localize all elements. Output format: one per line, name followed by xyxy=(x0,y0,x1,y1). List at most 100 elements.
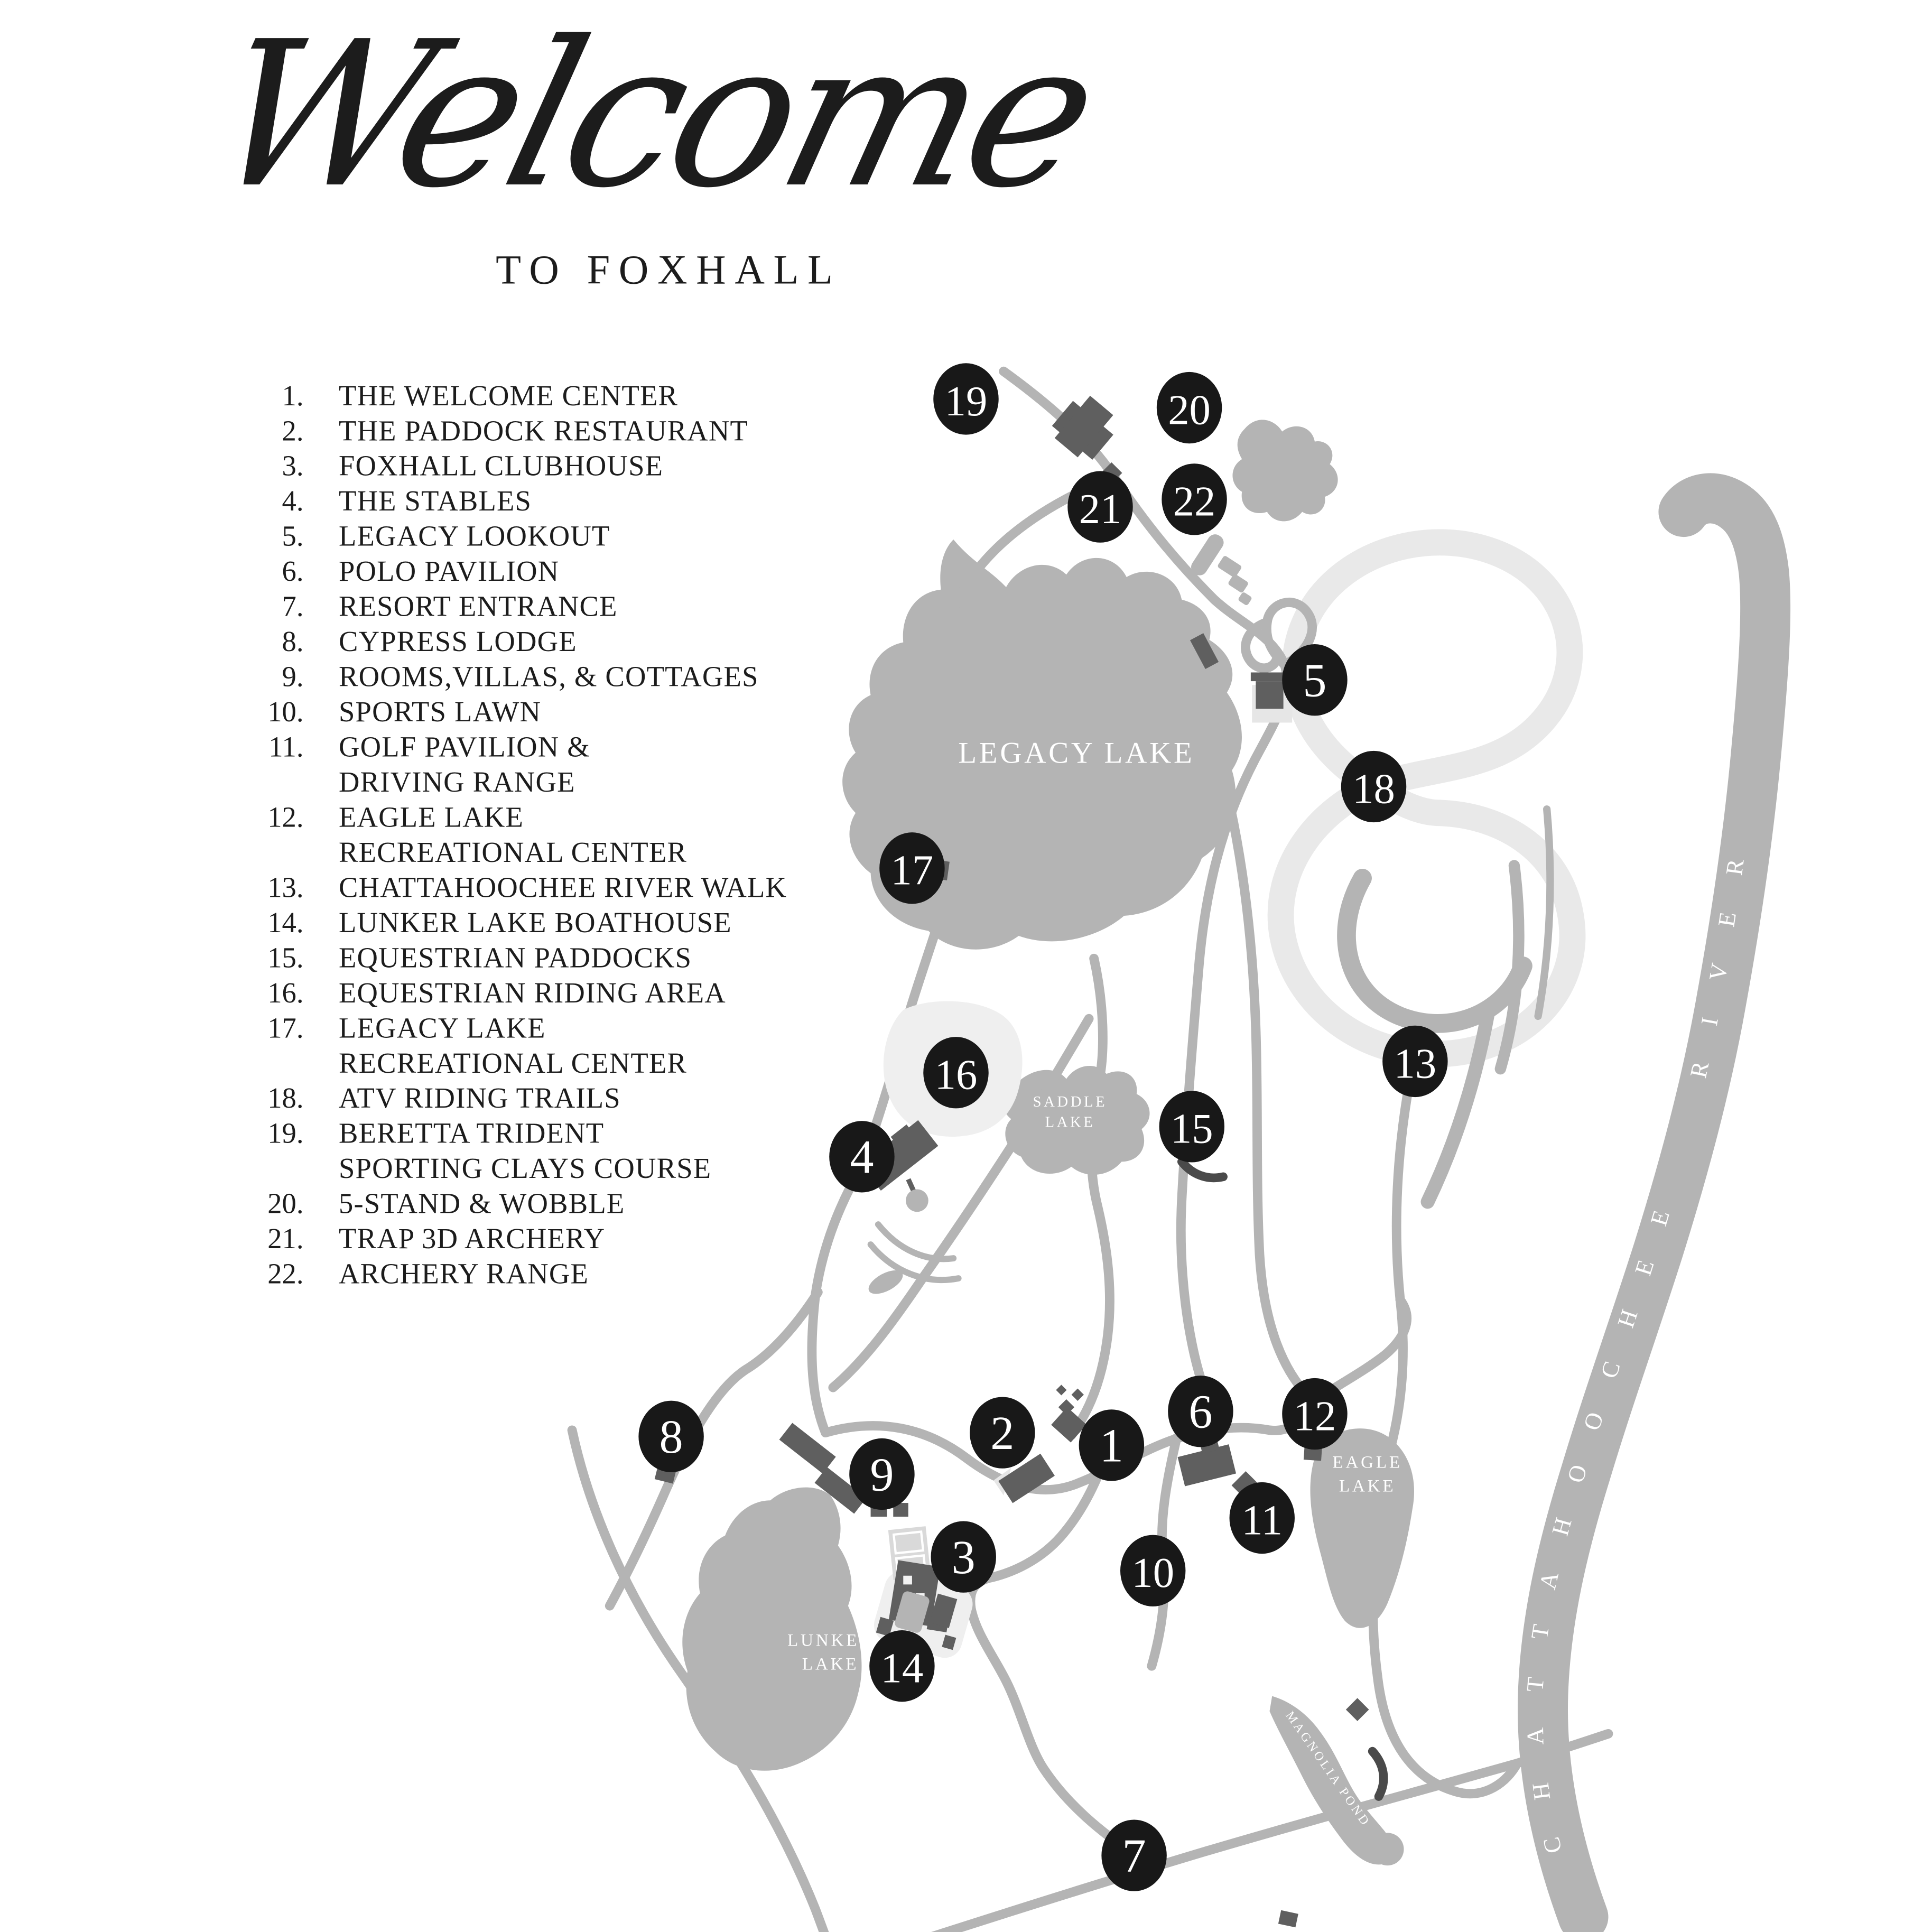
map-marker-13: 13 xyxy=(1382,1025,1448,1098)
svg-text:16: 16 xyxy=(935,1052,978,1099)
map-marker-20: 20 xyxy=(1156,371,1222,444)
legend-item-18: 18. ATV RIDING TRAILS xyxy=(248,1081,787,1116)
road-diagonal-stables xyxy=(828,1014,1094,1392)
legend-item-4: 4.THE STABLES xyxy=(248,484,787,519)
shotgun-icon xyxy=(1191,534,1252,606)
legend-item-number: 9. xyxy=(282,661,304,693)
legend-item-number: 7. xyxy=(282,591,304,623)
legend-item-17: 17.LEGACY LAKE RECREATIONAL CENTER xyxy=(248,1011,787,1081)
legend-item-15: 15.EQUESTRIAN PADDOCKS xyxy=(248,941,787,976)
riding-ring-fence-2 xyxy=(867,1241,962,1283)
legend-item-label: THE STABLES xyxy=(338,485,532,517)
legend-item-10: 10.SPORTS LAWN xyxy=(248,695,787,730)
south-building xyxy=(1278,1910,1298,1928)
legend-item-number: 1. xyxy=(282,380,304,412)
map-marker-18: 18 xyxy=(1341,750,1407,823)
legend-item-number: 3. xyxy=(282,450,304,482)
legend-item-2: 2. THE PADDOCK RESTAURANT xyxy=(248,414,787,449)
legend-item-number: 18. xyxy=(267,1082,304,1114)
northeast-pond xyxy=(1232,420,1338,522)
map-marker-4: 4 xyxy=(829,1121,895,1193)
road-bottom xyxy=(931,1729,1613,1932)
legend-item-16: 16. EQUESTRIAN RIDING AREA xyxy=(248,976,787,1011)
lake-edge-building xyxy=(1190,633,1219,670)
map-marker-7: 7 xyxy=(1101,1819,1167,1891)
legend-item-label: GOLF PAVILION & DRIVING RANGE xyxy=(338,731,590,798)
legend-item-6: 6. POLO PAVILION xyxy=(248,554,787,589)
legend-item-label: CYPRESS LODGE xyxy=(338,626,577,657)
legend-item-label: LEGACY LAKE RECREATIONAL CENTER xyxy=(338,1012,688,1079)
legend-item-label: EQUESTRIAN RIDING AREA xyxy=(338,977,726,1009)
legend-item-label: TRAP 3D ARCHERY xyxy=(338,1223,606,1255)
atv-trail xyxy=(1267,529,1586,1067)
legend-item-5: 5.LEGACY LOOKOUT xyxy=(248,519,787,554)
map-marker-16: 16 xyxy=(923,1037,989,1109)
legend-item-number: 21. xyxy=(267,1223,304,1255)
svg-text:6: 6 xyxy=(1188,1386,1212,1438)
legend-item-9: 9.ROOMS,VILLAS, & COTTAGES xyxy=(248,660,787,695)
svg-text:4: 4 xyxy=(850,1131,874,1184)
paddock-restaurant xyxy=(998,1453,1055,1503)
trail-crescent xyxy=(1337,868,1532,1033)
legend-item-number: 15. xyxy=(267,942,304,974)
legend-item-label: 5-STAND & WOBBLE xyxy=(338,1188,625,1220)
riding-ring-fence-1 xyxy=(875,1221,957,1262)
legend-item-number: 16. xyxy=(267,977,304,1009)
legend-item-22: 22.ARCHERY RANGE xyxy=(248,1257,787,1292)
svg-text:1: 1 xyxy=(1100,1419,1123,1472)
lunker-lake xyxy=(682,1487,862,1771)
legend-item-label: FOXHALL CLUBHOUSE xyxy=(338,450,664,482)
legend-item-label: ARCHERY RANGE xyxy=(338,1258,589,1290)
legend-item-number: 6. xyxy=(282,555,304,588)
svg-text:18: 18 xyxy=(1352,765,1395,812)
villas-2 xyxy=(814,1467,867,1514)
water-label: LEGACY LAKE xyxy=(958,736,1194,769)
map-marker-8: 8 xyxy=(638,1400,704,1472)
map-marker-2: 2 xyxy=(970,1397,1035,1469)
map-marker-10: 10 xyxy=(1120,1535,1186,1606)
horse-walker xyxy=(906,1189,928,1212)
legend-item-11: 11. GOLF PAVILION & DRIVING RANGE xyxy=(248,730,787,801)
map-marker-22: 22 xyxy=(1162,463,1227,535)
legend-item-label: LEGACY LOOKOUT xyxy=(338,521,610,552)
legend-item-number: 11. xyxy=(268,731,304,763)
legend-item-label: THE WELCOME CENTER xyxy=(338,380,679,412)
legend-item-label: BERETTA TRIDENT SPORTING CLAYS COURSE xyxy=(338,1118,712,1185)
legend-item-number: 12. xyxy=(267,801,304,833)
villas-1 xyxy=(779,1423,836,1474)
svg-text:22: 22 xyxy=(1173,478,1216,525)
legend-item-label: LUNKER LAKE BOATHOUSE xyxy=(338,907,732,939)
legacy-lookout-roof xyxy=(1250,672,1289,682)
svg-text:9: 9 xyxy=(870,1448,894,1501)
legend-item-19: 19.BERETTA TRIDENT SPORTING CLAYS COURSE xyxy=(248,1117,787,1187)
road-clubhouse-south xyxy=(965,1418,1139,1859)
svg-text:20: 20 xyxy=(1168,386,1211,433)
legend-item-label: THE PADDOCK RESTAURANT xyxy=(338,415,749,447)
legend-item-20: 20. 5-STAND & WOBBLE xyxy=(248,1187,787,1222)
legend-item-label: RESORT ENTRANCE xyxy=(338,591,618,623)
svg-text:21: 21 xyxy=(1079,486,1122,533)
svg-text:8: 8 xyxy=(660,1410,683,1463)
legend-item-label: CHATTAHOOCHEE RIVER WALK xyxy=(338,871,787,904)
legend-item-number: 2. xyxy=(282,415,304,447)
road-east-paddocks xyxy=(1224,798,1315,1402)
road-river-walk xyxy=(1368,1074,1520,1799)
legend-list: 1. THE WELCOME CENTER 2. THE PADDOCK RESTAU… xyxy=(248,379,787,1292)
legend-item-14: 14.LUNKER LAKE BOATHOUSE xyxy=(248,906,787,941)
legend-item-label: ATV RIDING TRAILS xyxy=(338,1082,621,1114)
legend-item-label: POLO PAVILION xyxy=(338,555,560,588)
river-band xyxy=(1518,473,1791,1932)
map-marker-17: 17 xyxy=(879,832,945,904)
legend-item-number: 20. xyxy=(267,1188,304,1220)
map-marker-9: 9 xyxy=(849,1438,915,1510)
paddock-arc xyxy=(1177,1157,1228,1183)
riding-ring xyxy=(868,1270,903,1294)
legend-item-21: 21. TRAP 3D ARCHERY xyxy=(248,1222,787,1257)
svg-text:5: 5 xyxy=(1303,654,1326,707)
legend-item-label: SPORTS LAWN xyxy=(338,696,542,728)
legend-item-13: 13.CHATTAHOOCHEE RIVER WALK xyxy=(248,871,787,906)
